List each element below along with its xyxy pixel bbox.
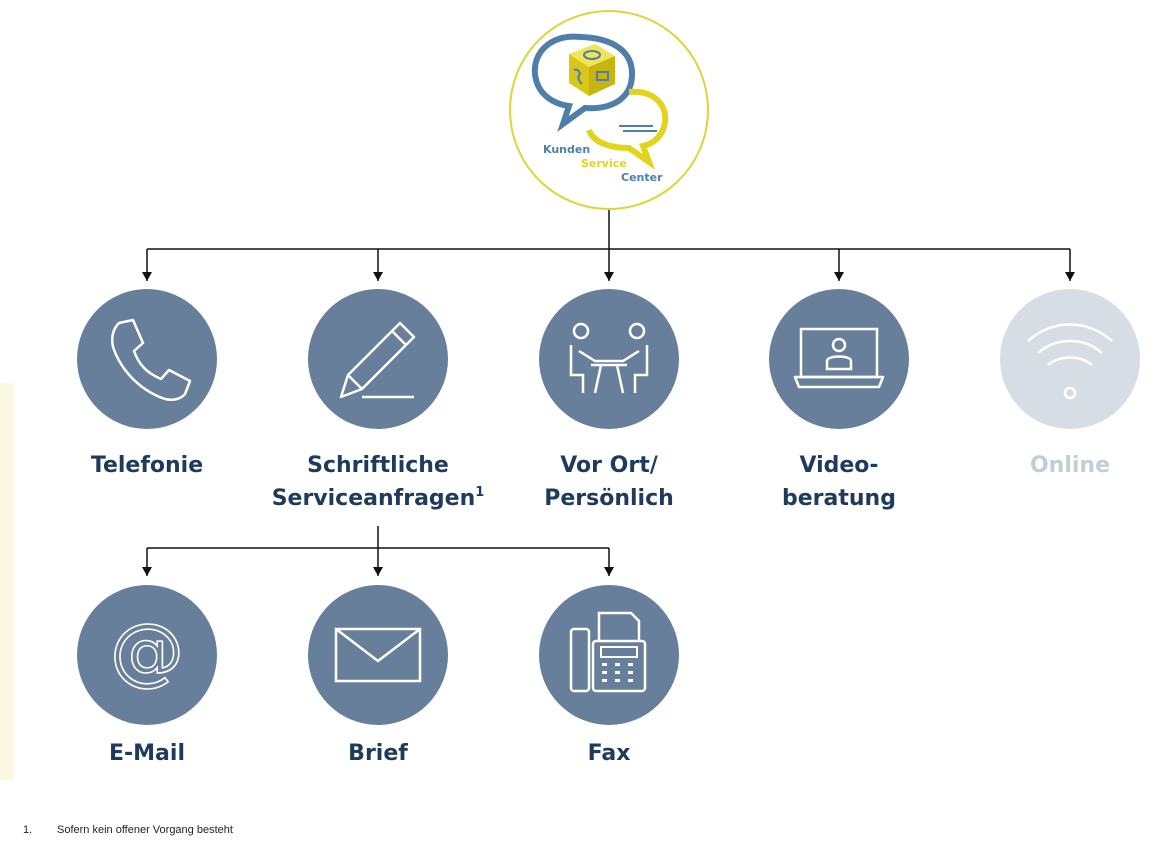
wifi-icon <box>1027 323 1113 400</box>
channel-telefonie-node <box>77 289 217 429</box>
subchannel-fax-label: Fax <box>587 741 631 766</box>
channel-video-node <box>769 289 909 429</box>
kundenservice-logo: Kunden Service Center <box>509 10 709 210</box>
subchannel-email-node: @ <box>77 585 217 725</box>
channel-online-node <box>1000 289 1140 429</box>
channel-telefonie-label: Telefonie <box>90 453 204 478</box>
footnote-text: Sofern kein offener Vorgang besteht <box>57 824 233 836</box>
channel-vor-ort-node <box>539 289 679 429</box>
laptop-video-icon <box>793 327 885 389</box>
envelope-icon <box>334 627 422 683</box>
channel-schriftliche-label: Schriftliche Serviceanfragen1 <box>271 453 485 511</box>
logo-text-center: Center <box>621 171 663 184</box>
logo-text-kunden: Kunden <box>543 143 591 156</box>
channel-schriftliche-node <box>308 289 448 429</box>
pencil-icon <box>339 321 416 399</box>
speech-bubbles-icon <box>531 33 669 171</box>
channel-video-label: Video- beratung <box>782 453 896 511</box>
subchannel-email-label: E-Mail <box>109 741 185 766</box>
footnote: 1. Sofern kein offener Vorgang besteht <box>23 824 233 836</box>
svg-text:@: @ <box>110 608 184 694</box>
subchannel-brief-label: Brief <box>348 741 408 766</box>
phone-icon <box>111 318 192 402</box>
footnote-marker: 1 <box>475 485 485 500</box>
fax-icon <box>569 611 647 693</box>
meeting-icon <box>569 322 649 394</box>
footnote-number: 1. <box>23 824 33 836</box>
subchannel-fax-node <box>539 585 679 725</box>
channel-online-label: Online <box>1029 453 1111 478</box>
subchannel-brief-node <box>308 585 448 725</box>
side-strip <box>0 383 14 780</box>
logo-text-service: Service <box>581 157 627 170</box>
at-icon: @ <box>109 607 185 695</box>
channel-vor-ort-label: Vor Ort/ Persönlich <box>544 453 674 511</box>
